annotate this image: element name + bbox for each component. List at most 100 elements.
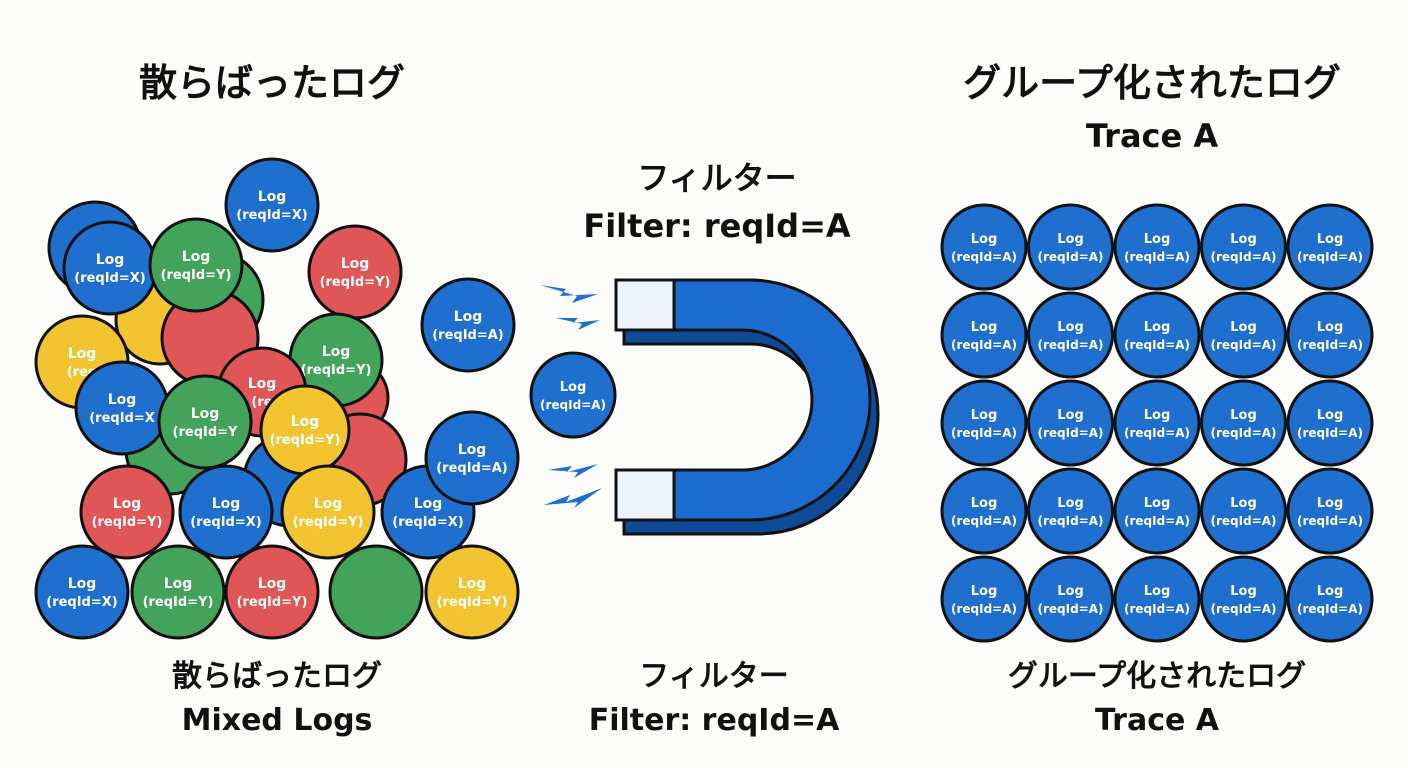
req-id-label: (reqId=A) <box>1297 514 1363 528</box>
req-id-label: (reqId=Y) <box>301 363 372 378</box>
req-id-label: (reqId=A) <box>1037 250 1103 264</box>
req-id-label: (reqId=Y) <box>92 515 163 530</box>
log-word: Log <box>341 256 370 272</box>
req-id-label: (reqId=A) <box>951 514 1017 528</box>
req-id-label: (reqId=A) <box>1297 250 1363 264</box>
grouped-log-ball-a: Log (reqId=A) <box>1200 203 1287 291</box>
grouped-log-ball-a: Log (reqId=A) <box>940 555 1028 643</box>
req-id-label: (reqId=X <box>89 411 155 426</box>
log-ball-a: Log (reqId=A) <box>420 277 516 373</box>
grouped-log-ball-a: Log (reqId=A) <box>1113 291 1201 379</box>
req-id-label: (reqId=A) <box>1037 338 1103 352</box>
log-word: Log <box>1230 232 1257 247</box>
filter-caption-subtitle: Filter: reqId=A <box>588 703 840 738</box>
grouped-log-ball-a: Log (reqId=A) <box>1200 291 1287 379</box>
log-ball: Log(reqId=Y) <box>224 544 320 640</box>
log-word: Log <box>971 232 998 247</box>
req-id-label: (reqId=A) <box>1124 338 1190 352</box>
log-word: Log <box>458 442 487 458</box>
grouped-log-ball-a: Log (reqId=A) <box>1200 467 1287 555</box>
grouped-log-ball-a: Log (reqId=A) <box>1286 467 1374 555</box>
grouped-log-ball-a: Log (reqId=A) <box>940 467 1028 555</box>
grouped-log-ball-a: Log(reqId=A) <box>1027 291 1114 379</box>
log-ball: Log(reqId=X) <box>224 157 320 253</box>
grouped-log-ball-a: Log(reqId=A) <box>1200 379 1287 467</box>
req-id-label: (reqId=A) <box>1297 602 1363 616</box>
grouped-log-ball-a: Log(reqId=A) <box>1200 555 1287 643</box>
req-id-label: (reqId=A) <box>1210 426 1276 440</box>
req-id-label: (reqId=Y) <box>437 595 508 610</box>
log-word: Log <box>1144 408 1171 423</box>
log-word: Log <box>314 496 343 512</box>
log-word: Log <box>1144 584 1171 599</box>
scattered-logs-title: 散らばったログ <box>138 61 405 105</box>
log-word: Log <box>1317 320 1344 335</box>
log-word: Log <box>458 576 487 592</box>
req-id-label: (reqId=A) <box>1210 514 1276 528</box>
req-id-label: (reqId=A) <box>432 328 504 343</box>
req-id-label: (reqId=Y) <box>161 268 232 283</box>
log-word: Log <box>454 309 483 325</box>
req-id-label: (reqId=A) <box>1297 338 1363 352</box>
log-word: Log <box>1317 584 1344 599</box>
req-id-label: (reqId=A) <box>951 338 1017 352</box>
log-word: Log <box>258 576 287 592</box>
grouped-logs-subtitle: Trace A <box>1085 117 1219 155</box>
req-id-label: (reqId=A) <box>1124 250 1190 264</box>
log-ball: Log (reqId=X) <box>62 220 158 316</box>
log-word: Log <box>1317 496 1344 511</box>
req-id-label: (reqId=A) <box>1210 338 1276 352</box>
log-ball: Log(reqId=Y) <box>79 464 175 560</box>
log-ball: Log(reqId=Y) <box>259 384 351 476</box>
log-word: Log <box>164 576 193 592</box>
magnet-icon <box>614 278 880 536</box>
log-word: Log <box>96 252 125 268</box>
filter-caption: フィルター <box>639 659 789 694</box>
req-id-label: (reqId=X) <box>46 595 117 610</box>
req-id-label: (reqId=X) <box>190 515 261 530</box>
grouped-log-ball-a: Log(reqId=A) <box>1113 467 1201 555</box>
log-word: Log <box>1230 496 1257 511</box>
req-id-label: (reqId=A) <box>951 250 1017 264</box>
grouped-log-ball-a: Log (reqId=A) <box>1113 555 1201 643</box>
grouped-logs-title: グループ化されたログ <box>963 61 1341 105</box>
req-id-label: (reqId=A) <box>1210 250 1276 264</box>
filter-title: フィルター <box>637 159 797 197</box>
log-word: Log <box>322 344 351 360</box>
req-id-label: (reqId=A) <box>1124 426 1190 440</box>
log-word: Log <box>560 380 587 395</box>
grouped-log-ball-a: Log(reqId=A) <box>940 379 1028 467</box>
log-word: Log <box>191 406 220 422</box>
req-id-label: (reqId=A) <box>951 602 1017 616</box>
log-word: Log <box>182 249 211 265</box>
log-ball-a: Log(reqId=A) <box>529 351 617 439</box>
grouped-log-ball-a: Log (reqId=A) <box>940 203 1028 291</box>
log-ball: Log(reqId=Y <box>157 374 253 470</box>
trace-a-caption: Trace A <box>1095 703 1219 738</box>
log-word: Log <box>1230 584 1257 599</box>
req-id-label: (reqId=X) <box>74 271 145 286</box>
log-word: Log <box>1230 320 1257 335</box>
log-word: Log <box>971 496 998 511</box>
log-word: Log <box>1057 232 1084 247</box>
req-id-label: (reqId=A) <box>1124 602 1190 616</box>
log-ball <box>328 544 424 640</box>
log-word: Log <box>1144 320 1171 335</box>
log-word: Log <box>1144 232 1171 247</box>
req-id-label: (reqId=A) <box>436 461 508 476</box>
grouped-log-ball-a: Log (reqId=A) <box>1027 555 1114 643</box>
req-id-label: (reqId=Y) <box>320 275 391 290</box>
log-word: Log <box>971 584 998 599</box>
log-word: Log <box>248 376 277 392</box>
grouped-log-ball-a: Log (reqId=A) <box>1113 203 1201 291</box>
grouped-log-ball-a: Log(reqId=A) <box>1027 379 1114 467</box>
req-id-label: (reqId=A) <box>1037 602 1103 616</box>
req-id-label: (reqId=A) <box>1297 426 1363 440</box>
log-ball: Log (reqId=Y) <box>307 224 403 320</box>
grouped-log-ball-a: Log(reqId=A) <box>1286 203 1374 291</box>
mixed-logs-caption: Mixed Logs <box>181 703 373 738</box>
log-ball: Log (reqId=Y) <box>148 217 244 313</box>
log-word: Log <box>1057 584 1084 599</box>
